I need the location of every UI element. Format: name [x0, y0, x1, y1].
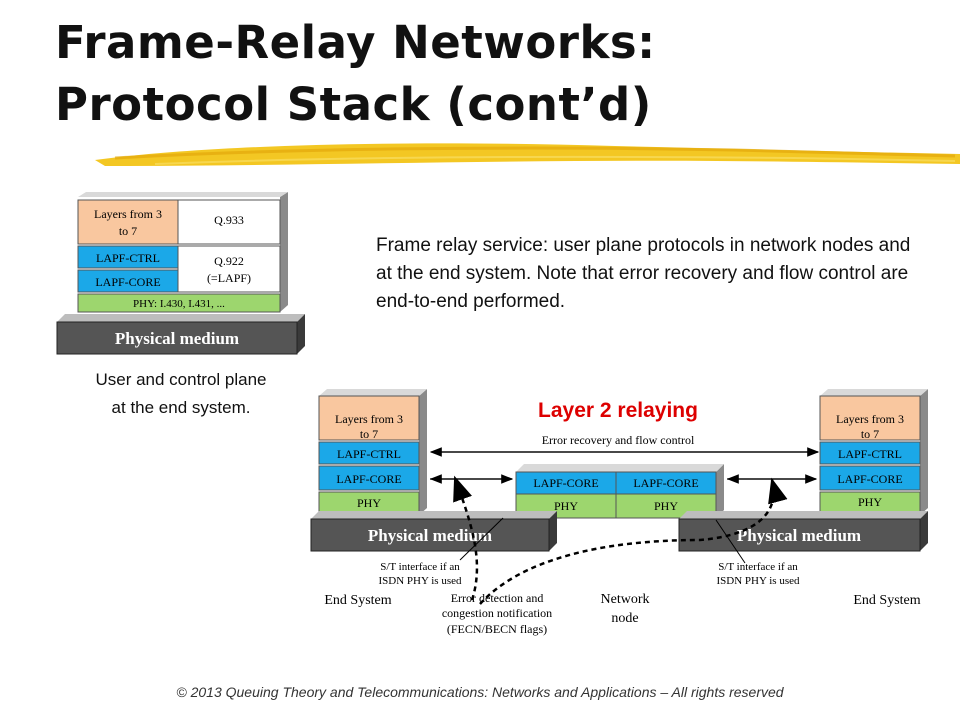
left-stack-caption: User and control plane at the end system…: [40, 366, 322, 422]
end-left-lapf-core-text: LAPF-CORE: [336, 472, 401, 486]
end-right-upper-text-1: Layers from 3: [836, 412, 904, 426]
end-left-upper-box: [318, 395, 420, 441]
left-lapf-core-text: LAPF-CORE: [95, 275, 160, 289]
end-system-right-stack: Layers from 3 to 7 LAPF-CTRL LAPF-CORE P…: [819, 389, 928, 516]
left-q933-text: Q.933: [214, 213, 244, 227]
left-upper-layers-box: [77, 199, 179, 245]
description-text: Frame relay service: user plane protocol…: [376, 235, 911, 312]
st-left-label-2: ISDN PHY is used: [378, 575, 462, 587]
left-upper-layers-text-2: to 7: [119, 224, 137, 238]
end-right-lapf-core-box: [819, 465, 921, 491]
left-q933-box: [177, 199, 281, 245]
medium-left-text: Physical medium: [368, 526, 492, 545]
network-node-label-2: node: [611, 611, 638, 626]
end-right-upper-box: [819, 395, 921, 441]
network-node-label-1: Network: [601, 592, 650, 607]
end-system-right-label: End System: [853, 593, 920, 608]
error-detection-label-2: congestion notification: [442, 606, 552, 620]
end-right-upper-text-2: to 7: [861, 427, 879, 441]
error-detection-arrow-left: [453, 475, 479, 601]
end-left-lapf-core-box: [318, 465, 420, 491]
physical-medium-left: Physical medium: [310, 511, 557, 552]
left-q922-box: [177, 245, 281, 293]
node-phy-right-text: PHY: [654, 499, 678, 513]
layer2-relaying-label: Layer 2 relaying: [538, 399, 698, 422]
st-right-pointer-line: [715, 519, 746, 564]
left-physical-medium-text: Physical medium: [115, 329, 239, 348]
end-right-lapf-ctrl-text: LAPF-CTRL: [838, 447, 902, 461]
title-line-1: Frame-Relay Networks:: [55, 16, 656, 69]
end-left-lapf-ctrl-box: [318, 441, 420, 465]
left-physical-medium-box: [56, 321, 298, 355]
end-system-left-stack: Layers from 3 to 7 LAPF-CTRL LAPF-CORE P…: [318, 389, 427, 516]
end-left-lapf-ctrl-text: LAPF-CTRL: [337, 447, 401, 461]
left-lapf-ctrl-text: LAPF-CTRL: [96, 251, 160, 265]
st-left-pointer-line: [459, 517, 504, 561]
left-q922-sub-text: (=LAPF): [207, 271, 251, 285]
end-left-phy-text: PHY: [357, 496, 381, 510]
end-left-upper-text-1: Layers from 3: [335, 412, 403, 426]
error-detection-arrow-right: [479, 477, 788, 605]
end-right-lapf-ctrl-box: [819, 441, 921, 465]
end-right-lapf-core-text: LAPF-CORE: [837, 472, 902, 486]
error-detection-label-3: (FECN/BECN flags): [447, 622, 547, 636]
title-line-2: Protocol Stack (cont’d): [55, 78, 652, 131]
end-system-left-label: End System: [324, 593, 391, 608]
medium-left-box: [310, 518, 550, 552]
left-q922-text: Q.922: [214, 254, 244, 268]
caption-line-2: at the end system.: [111, 398, 251, 417]
end-right-phy-text: PHY: [858, 495, 882, 509]
caption-line-1: User and control plane: [95, 370, 267, 389]
st-right-label-2: ISDN PHY is used: [716, 575, 800, 587]
physical-medium-right: Physical medium: [678, 511, 928, 552]
left-phy-text: PHY: I.430, I.431, ...: [133, 298, 225, 310]
end-left-upper-text-2: to 7: [360, 427, 378, 441]
slide-title: Frame-Relay Networks: Protocol Stack (co…: [55, 12, 656, 136]
left-upper-layers-text-1: Layers from 3: [94, 207, 162, 221]
node-phy-left-text: PHY: [554, 499, 578, 513]
left-phy-box: [77, 293, 281, 313]
network-node-stack: LAPF-CORE LAPF-CORE PHY PHY: [515, 464, 724, 519]
end-to-end-label: Error recovery and flow control: [542, 433, 695, 447]
medium-right-text: Physical medium: [737, 526, 861, 545]
error-detection-label-1: Error detection and: [451, 591, 544, 605]
st-right-label-1: S/T interface if an: [718, 561, 798, 573]
st-left-label-1: S/T interface if an: [380, 561, 460, 573]
node-lapf-core-right-text: LAPF-CORE: [633, 476, 698, 490]
left-stack: Layers from 3 to 7 Q.933 LAPF-CTRL LAPF-…: [56, 192, 305, 355]
node-lapf-core-left-text: LAPF-CORE: [533, 476, 598, 490]
yellow-brush-stroke: [95, 143, 960, 166]
copyright-footer: © 2013 Queuing Theory and Telecommunicat…: [176, 684, 784, 700]
